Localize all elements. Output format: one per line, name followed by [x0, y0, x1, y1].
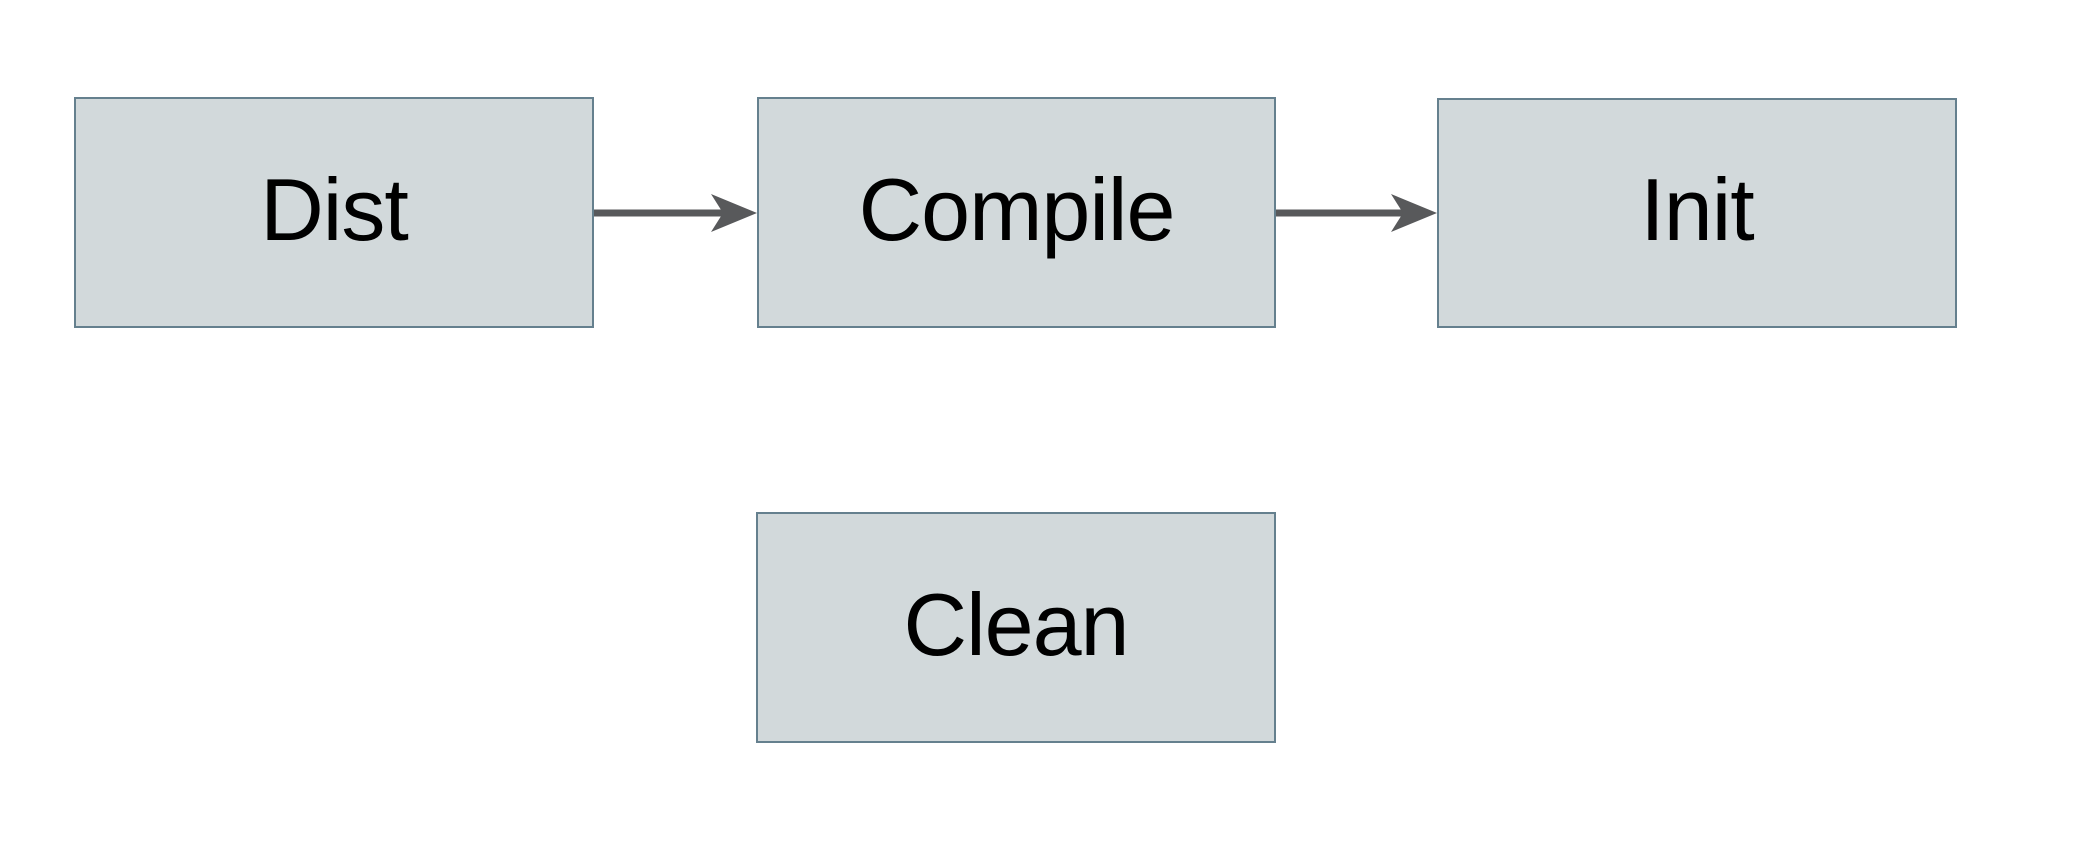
node-compile[interactable]: Compile [757, 97, 1276, 328]
node-compile-label: Compile [858, 159, 1176, 259]
node-init[interactable]: Init [1437, 98, 1957, 328]
node-dist[interactable]: Dist [74, 97, 594, 328]
arrow-dist-to-compile[interactable] [594, 194, 757, 232]
node-init-label: Init [1640, 160, 1754, 259]
node-clean[interactable]: Clean [756, 512, 1276, 743]
node-dist-label: Dist [260, 159, 409, 259]
arrow-compile-to-init[interactable] [1276, 194, 1437, 232]
node-clean-label: Clean [903, 574, 1130, 674]
